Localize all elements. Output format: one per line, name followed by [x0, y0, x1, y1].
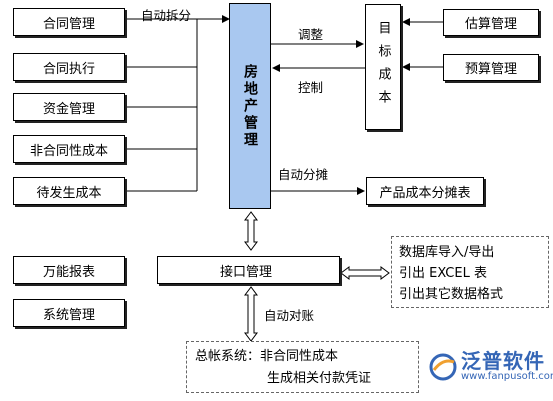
- module-label: 预算管理: [464, 62, 517, 77]
- ledger-line-2: 生成相关付款凭证: [267, 371, 372, 386]
- center-label: 房地产管理: [242, 63, 258, 149]
- module-contract-management: 合同管理: [13, 8, 125, 36]
- label-control: 控制: [298, 80, 324, 95]
- module-label: 待发生成本: [36, 185, 102, 201]
- double-arrow-interface-ledger: [244, 286, 258, 342]
- module-contract-execution: 合同执行: [13, 53, 125, 81]
- module-label: 非合同性成本: [29, 143, 108, 159]
- module-label: 系统管理: [42, 307, 95, 323]
- interface-label: 接口管理: [220, 264, 273, 280]
- product-cost-allocation-report: 产品成本分摊表: [366, 177, 484, 205]
- database-export-box: 数据库导入/导出 引出 EXCEL 表 引出其它数据格式: [391, 236, 549, 308]
- module-label: 合同管理: [42, 16, 95, 32]
- interface-management-box: 接口管理: [157, 256, 340, 284]
- module-system-management: 系统管理: [13, 299, 125, 327]
- ledger-system-box: 总帐系统：非合同性成本 生成相关付款凭证: [186, 341, 419, 393]
- module-non-contract-cost: 非合同性成本: [13, 135, 125, 163]
- module-label: 万能报表: [42, 264, 95, 280]
- module-pending-cost: 待发生成本: [13, 177, 125, 205]
- center-real-estate-management: 房地产管理: [229, 3, 271, 209]
- double-arrow-interface-database: [340, 266, 390, 280]
- brand-mark-icon: [429, 353, 457, 381]
- brand-name: 泛普软件: [461, 349, 545, 373]
- module-label: 合同执行: [42, 61, 95, 77]
- label-auto-split: 自动拆分: [141, 8, 192, 23]
- module-estimate-management: 估算管理: [443, 9, 539, 36]
- ledger-line-1: 总帐系统：非合同性成本: [195, 349, 339, 364]
- database-line: 数据库导入/导出: [399, 245, 495, 260]
- module-fund-management: 资金管理: [13, 93, 125, 121]
- brand-logo: 泛普软件 www.fanpusoft.com: [428, 351, 553, 383]
- module-label: 估算管理: [464, 17, 517, 32]
- double-arrow-center-interface: [244, 211, 258, 251]
- module-universal-report: 万能报表: [13, 256, 125, 284]
- database-line: 引出其它数据格式: [399, 287, 504, 302]
- label-adjust: 调整: [298, 27, 324, 42]
- target-label: 目标成本: [375, 21, 391, 113]
- report-label: 产品成本分摊表: [379, 185, 471, 201]
- module-budget-management: 预算管理: [443, 54, 539, 81]
- target-cost-box: 目标成本: [365, 4, 401, 130]
- label-auto-allocate: 自动分摊: [278, 167, 329, 182]
- database-line: 引出 EXCEL 表: [399, 266, 487, 281]
- module-label: 资金管理: [42, 101, 95, 117]
- brand-url: www.fanpusoft.com: [461, 371, 553, 382]
- label-auto-reconcile: 自动对账: [264, 308, 315, 323]
